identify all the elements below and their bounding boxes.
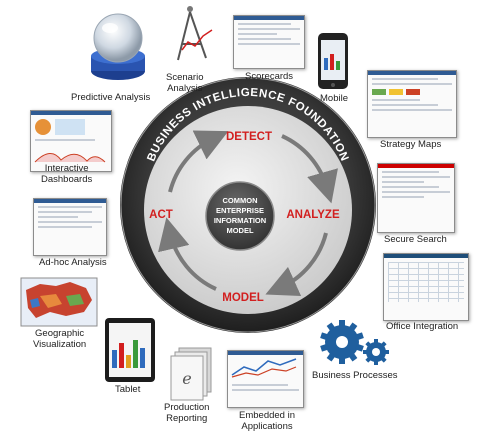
gears-icon — [320, 320, 389, 365]
svg-text:e: e — [182, 369, 191, 388]
label-adhoc-analysis: Ad-hoc Analysis — [39, 257, 107, 268]
label-tablet: Tablet — [115, 384, 141, 395]
label-strategy-maps: Strategy Maps — [380, 139, 442, 150]
label-predictive-analysis: Predictive Analysis — [71, 92, 151, 103]
arrow-detect-to-analyze — [281, 134, 338, 204]
compass-icon — [177, 6, 213, 61]
core-line-1: COMMON — [223, 196, 258, 205]
crystal-ball-icon — [91, 13, 145, 80]
arrow-act-to-detect — [168, 130, 229, 193]
label-business-processes: Business Processes — [312, 370, 398, 381]
dashboards-screenshot — [30, 110, 112, 172]
stage-detect: DETECT — [226, 131, 272, 143]
label-office-integration: Office Integration — [386, 321, 459, 332]
label-scorecards: Scorecards — [245, 71, 294, 82]
scorecards-screenshot — [233, 15, 305, 69]
core-line-2: ENTERPRISE — [216, 206, 264, 215]
embedded-applications-screenshot — [227, 350, 304, 408]
strategy-maps-screenshot — [367, 70, 457, 138]
arrow-analyze-to-model — [265, 232, 328, 297]
adhoc-analysis-screenshot — [33, 198, 107, 256]
label-secure-search: Secure Search — [384, 234, 447, 245]
office-integration-screenshot — [383, 253, 469, 321]
tablet-icon — [105, 318, 155, 382]
stage-act: ACT — [149, 209, 173, 221]
stage-analyze: ANALYZE — [286, 209, 340, 221]
map-thumbnail — [20, 277, 98, 327]
stage-model: MODEL — [222, 292, 264, 304]
report-stack-icon: e — [170, 347, 212, 401]
smartphone-icon — [318, 33, 348, 89]
core-line-4: MODEL — [226, 226, 254, 235]
core-line-3: INFORMATION — [214, 216, 266, 225]
secure-search-screenshot — [377, 163, 455, 233]
arrow-model-to-act — [158, 217, 217, 291]
common-model-core — [205, 181, 275, 251]
label-mobile: Mobile — [320, 93, 348, 104]
foundation-ring-highlight — [120, 77, 376, 333]
